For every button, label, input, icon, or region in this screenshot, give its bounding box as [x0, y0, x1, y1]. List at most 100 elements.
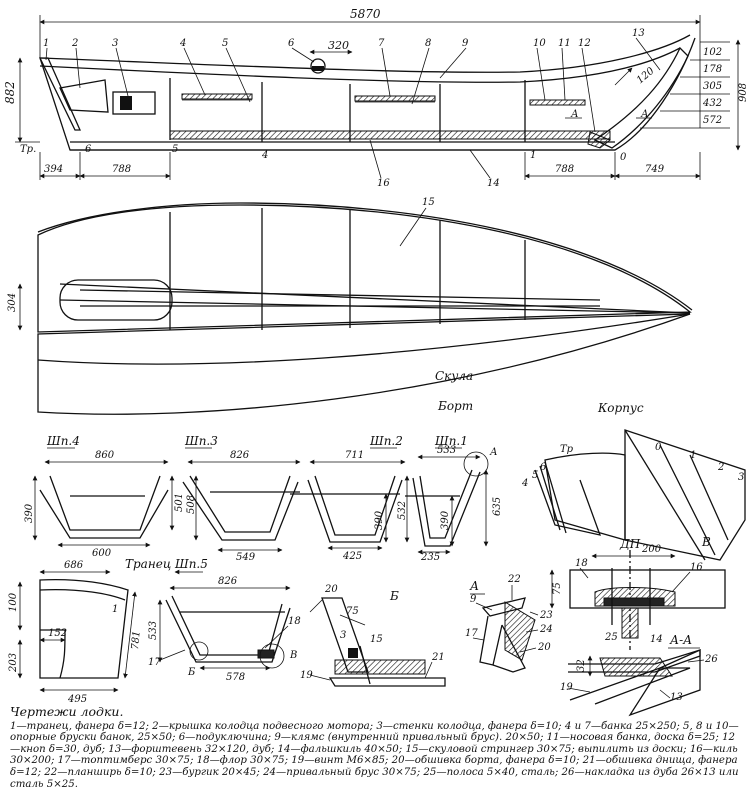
- keel-line: [59, 283, 691, 314]
- detail-b: Б 20 75 3 15 19 21: [300, 584, 446, 687]
- hull-bottom-view: [37, 313, 691, 415]
- svg-text:Шп.3: Шп.3: [184, 434, 218, 448]
- svg-text:5: 5: [532, 470, 538, 481]
- svg-text:4: 4: [521, 478, 528, 489]
- svg-text:9: 9: [462, 38, 469, 49]
- svg-text:394: 394: [44, 164, 63, 175]
- section-mark-a-left: А: [570, 109, 579, 120]
- svg-text:390: 390: [374, 510, 385, 530]
- svg-text:Б: Б: [187, 667, 196, 678]
- svg-text:Шп.2: Шп.2: [369, 434, 403, 448]
- svg-text:2: 2: [717, 462, 724, 473]
- clamp-line: [39, 47, 681, 83]
- svg-text:11: 11: [558, 38, 571, 49]
- svg-text:4: 4: [179, 38, 186, 49]
- svg-text:Тр.: Тр.: [20, 144, 36, 155]
- frame-sh5: Шп.5 826 Б В 578 533 17 18: [148, 557, 301, 683]
- plan-width-dim: 304: [7, 293, 18, 312]
- svg-text:203: 203: [8, 653, 19, 673]
- svg-text:13: 13: [632, 28, 645, 39]
- transom-1: [38, 57, 82, 131]
- plan-part-15: 15: [422, 197, 435, 208]
- svg-text:4: 4: [261, 150, 268, 161]
- svg-text:Корпус: Корпус: [597, 401, 644, 415]
- plan-outline: [37, 204, 692, 333]
- stem-13: [593, 46, 689, 149]
- svg-text:860: 860: [95, 450, 115, 461]
- svg-text:508: 508: [186, 495, 197, 514]
- detail-v: ДП В 200 75 18 16 25 14: [549, 535, 726, 650]
- svg-text:32: 32: [576, 659, 587, 672]
- svg-text:75: 75: [552, 582, 563, 595]
- svg-text:ДП: ДП: [619, 537, 641, 551]
- svg-text:В: В: [289, 650, 297, 661]
- svg-text:9: 9: [470, 594, 477, 605]
- detail-aa: А-А 32 26 19 13: [560, 633, 718, 717]
- svg-text:826: 826: [230, 450, 250, 461]
- svg-text:14: 14: [487, 178, 500, 189]
- svg-text:18: 18: [575, 558, 588, 569]
- svg-text:75: 75: [346, 606, 359, 617]
- thwart-7: [354, 95, 436, 102]
- svg-text:3: 3: [340, 630, 346, 641]
- svg-text:13: 13: [670, 692, 683, 703]
- stem-dim: 120: [635, 65, 657, 86]
- svg-text:749: 749: [645, 164, 665, 175]
- svg-text:432: 432: [702, 98, 722, 109]
- svg-text:826: 826: [218, 576, 238, 587]
- svg-text:10: 10: [533, 38, 546, 49]
- svg-text:3: 3: [738, 472, 744, 483]
- svg-text:425: 425: [342, 551, 362, 562]
- svg-text:17: 17: [148, 657, 161, 668]
- svg-text:7: 7: [378, 38, 385, 49]
- svg-text:390: 390: [24, 503, 35, 523]
- svg-text:0: 0: [620, 152, 627, 163]
- frame-sh1: Шп.1 533 А 235 390 635: [405, 434, 503, 563]
- svg-text:390: 390: [440, 510, 451, 530]
- transom-drawing: Транец 686 100 152 203 781 495 1: [8, 557, 171, 705]
- svg-text:В: В: [701, 535, 711, 549]
- svg-text:20: 20: [324, 584, 338, 595]
- svg-text:572: 572: [703, 115, 722, 126]
- svg-text:788: 788: [555, 164, 574, 175]
- sheer-line: [39, 34, 691, 73]
- svg-text:6: 6: [85, 144, 92, 155]
- svg-text:686: 686: [64, 560, 84, 571]
- svg-text:А: А: [489, 447, 498, 458]
- svg-text:15: 15: [370, 634, 383, 645]
- frame-sh3: Шп.3 826 549 508: [182, 434, 301, 563]
- svg-text:711: 711: [345, 450, 364, 461]
- motor-offset-dim: 320: [328, 39, 349, 52]
- svg-text:14: 14: [650, 634, 663, 645]
- bow-thwart-11: [529, 99, 586, 106]
- plan-view: 304 15 Скула Борт: [7, 197, 693, 415]
- svg-text:2: 2: [71, 38, 78, 49]
- height-dim: 882: [3, 81, 17, 104]
- svg-text:3: 3: [112, 38, 118, 49]
- svg-text:200: 200: [641, 544, 662, 555]
- svg-text:781: 781: [130, 630, 143, 650]
- svg-text:788: 788: [112, 164, 131, 175]
- svg-text:22: 22: [507, 574, 521, 585]
- svg-text:17: 17: [465, 628, 478, 639]
- caption-text: 1—транец, фанера δ=12; 2—крышка колодца …: [10, 720, 739, 790]
- svg-text:235: 235: [420, 552, 440, 563]
- svg-text:5: 5: [222, 38, 228, 49]
- svg-text:А: А: [469, 579, 479, 593]
- svg-text:178: 178: [703, 64, 722, 75]
- svg-text:Шп.5: Шп.5: [174, 557, 208, 571]
- well-walls-3: [112, 91, 156, 115]
- svg-text:19: 19: [560, 682, 573, 693]
- svg-text:1: 1: [690, 450, 696, 461]
- svg-text:16: 16: [690, 562, 703, 573]
- svg-text:102: 102: [703, 47, 722, 58]
- right-heights: 102 178 305 432 572 908: [640, 39, 749, 151]
- svg-text:600: 600: [92, 548, 112, 559]
- svg-text:А-А: А-А: [669, 633, 692, 647]
- svg-text:19: 19: [300, 670, 313, 681]
- svg-text:24: 24: [539, 624, 553, 635]
- svg-text:8: 8: [425, 38, 431, 49]
- svg-text:533: 533: [148, 621, 159, 640]
